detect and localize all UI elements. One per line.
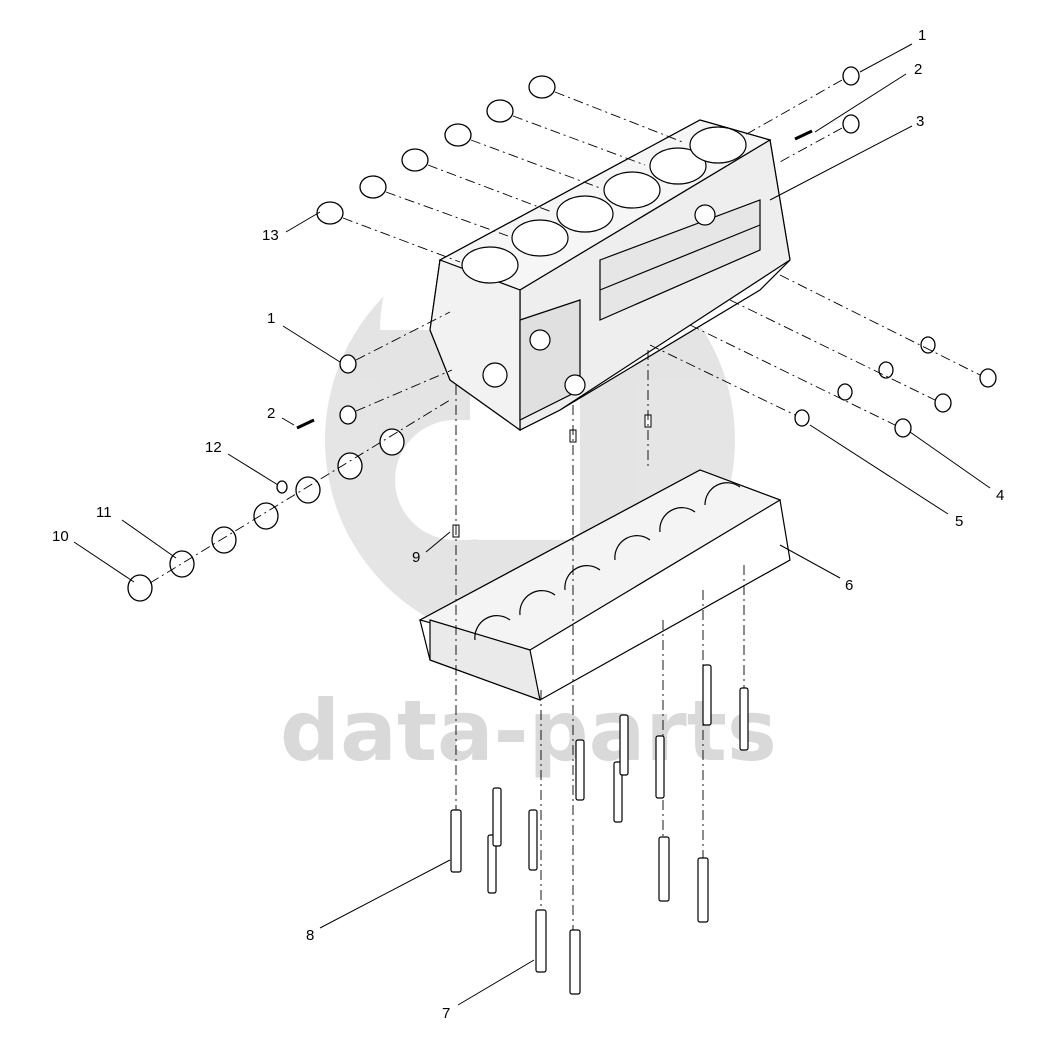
callout-labels: 1 2 3 13 1 2 12 11 10 9 4 5 6 8 7	[52, 27, 1004, 1022]
plug-leader-lines	[342, 91, 686, 263]
callout-10: 10	[52, 528, 69, 545]
watermark-text: data-parts	[280, 682, 777, 780]
callout-8: 8	[306, 927, 314, 944]
side-plugs-right	[794, 336, 997, 438]
callout-3: 3	[916, 113, 924, 130]
bushing-leaders	[149, 399, 451, 584]
callout-1-left: 1	[267, 310, 275, 327]
callout-4: 4	[996, 487, 1004, 504]
side-plug-leaders	[649, 274, 981, 426]
callout-13: 13	[262, 227, 279, 244]
bedplate	[418, 469, 791, 701]
callout-6: 6	[845, 577, 853, 594]
callout-5: 5	[955, 513, 963, 530]
cylinder-block	[429, 119, 791, 432]
callout-7: 7	[442, 1005, 450, 1022]
welch-plugs-top	[316, 75, 556, 225]
cam-bushings	[127, 428, 405, 602]
callout-12: 12	[205, 439, 222, 456]
left-plugs	[296, 354, 357, 430]
left-plug-leaders	[355, 311, 453, 412]
callout-1: 1	[918, 27, 926, 44]
main-bolts	[450, 664, 749, 995]
right-plug-leaders	[744, 79, 843, 164]
callout-11: 11	[96, 504, 112, 521]
callout-2: 2	[914, 61, 922, 78]
callout-9: 9	[412, 549, 420, 566]
callout-2-left: 2	[267, 405, 275, 422]
right-plugs	[794, 66, 860, 141]
vertical-leaders	[455, 350, 745, 935]
callout-lines	[73, 43, 991, 1006]
